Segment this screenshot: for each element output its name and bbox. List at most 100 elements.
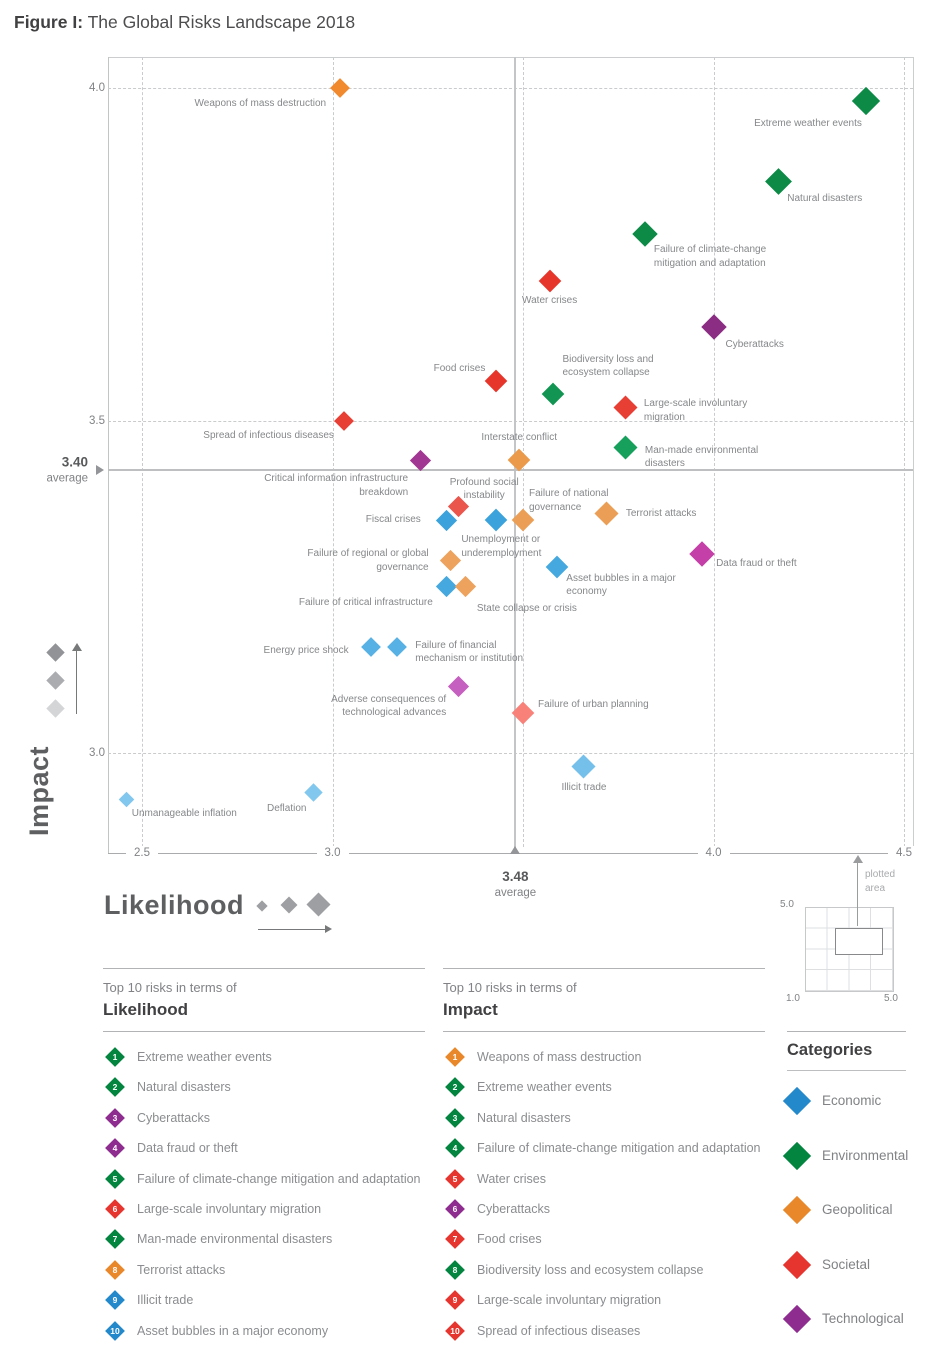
risk-name: Spread of infectious diseases [477, 1323, 641, 1338]
category-name: Economic [822, 1093, 882, 1108]
category-name: Geopolitical [822, 1202, 893, 1218]
risk-label: Failure of regional or global governance [307, 548, 429, 573]
risk-label: Critical information infrastructure brea… [264, 473, 409, 498]
plot-border-top [108, 57, 913, 58]
category-diamond [782, 1305, 812, 1334]
risk-label: Failure of critical infrastructure [298, 596, 433, 608]
risk-name: Data fraud or theft [137, 1141, 238, 1156]
x-axis-title: Likelihood [104, 890, 244, 920]
likelihood-list-header: Top 10 risks in terms of [103, 980, 237, 995]
x-tick-label: 2.5 [126, 846, 158, 860]
risk-point [571, 754, 596, 779]
risk-point [542, 382, 565, 406]
category-name: Societal [822, 1256, 871, 1272]
risk-name: Weapons of mass destruction [477, 1050, 642, 1064]
categories-top-rule [787, 1031, 906, 1032]
category-legend-item: Economic [782, 1086, 937, 1116]
category-name: Technological [822, 1311, 904, 1327]
risk-label: Failure of national governance [529, 488, 609, 513]
likelihood-list-title: Likelihood [103, 1000, 188, 1019]
risk-name: Illicit trade [137, 1293, 194, 1308]
category-legend-item: Technological [782, 1305, 937, 1334]
x-gridline [523, 57, 524, 847]
risk-label: Man-made environmental disasters [644, 445, 759, 470]
y-tick-label: 3.5 [59, 413, 105, 428]
risk-label: Asset bubbles in a major economy [566, 572, 676, 598]
plot-border-right [913, 57, 914, 853]
risk-label: Failure of financial mechanism or instit… [415, 639, 524, 664]
impact-list-title: Impact [443, 1000, 498, 1019]
minimap-scale-top-left: 5.0 [780, 899, 794, 910]
top10-list-item: 10 Asset bubbles in a major economy [103, 1320, 433, 1342]
risk-label: Unmanageable inflation [131, 807, 237, 819]
risk-name: Biodiversity loss and ecosystem collapse [477, 1262, 704, 1277]
impact-average-sub: average [46, 472, 88, 485]
categories-title: Categories [787, 1041, 873, 1059]
plotted-area-label: plotted area [865, 869, 896, 894]
risk-point [507, 449, 531, 472]
rank-number: 10 [110, 1325, 120, 1336]
top10-list-item: 9 Illicit trade [103, 1289, 433, 1311]
risk-point [304, 783, 323, 803]
impact-average-label: 3.40 average [16, 455, 88, 486]
risk-name: Terrorist attacks [137, 1262, 226, 1277]
figure-title-text: The Global Risks Landscape 2018 [83, 12, 356, 32]
x-gridline [332, 57, 334, 847]
rank-number: 7 [112, 1234, 118, 1245]
risk-label: Biodiversity loss and ecosystem collapse [562, 353, 654, 379]
likelihood-list-top-rule [103, 968, 425, 969]
rank-number: 9 [112, 1295, 118, 1306]
plotted-area-arrowhead [853, 855, 863, 863]
category-legend-item: Societal [782, 1250, 937, 1279]
risk-label: Illicit trade [561, 782, 607, 794]
figure-title-prefix: Figure I: [14, 12, 84, 32]
risk-point [440, 549, 462, 571]
risk-point [334, 410, 354, 431]
plot-border-left [108, 57, 109, 853]
top10-list-item: 1 Weapons of mass destruction [443, 1046, 773, 1068]
risk-point [613, 435, 638, 460]
risk-label: Adverse consequences of technological ad… [331, 693, 447, 718]
risk-label: Deflation [266, 802, 307, 814]
likelihood-average-marker [510, 846, 521, 854]
risk-name: Asset bubbles in a major economy [137, 1323, 329, 1338]
risk-point [387, 636, 408, 657]
impact-average-value: 3.40 [61, 454, 88, 470]
risk-point [613, 395, 638, 420]
risk-label: Failure of urban planning [538, 699, 649, 711]
risk-name: Large-scale involuntary migration [137, 1202, 322, 1216]
rank-number: 3 [452, 1112, 458, 1123]
risk-label: Data fraud or theft [716, 557, 797, 569]
y-gridline [108, 753, 913, 754]
category-name: Environmental [822, 1147, 909, 1163]
risk-point [851, 87, 881, 116]
risk-name: Extreme weather events [137, 1050, 272, 1064]
risk-label: Extreme weather events [754, 118, 862, 130]
risk-name: Failure of climate-change mitigation and… [477, 1141, 761, 1156]
impact-direction-arrow [76, 650, 77, 714]
risk-label: Cyberattacks [725, 339, 784, 351]
impact-list-top-rule [443, 968, 765, 969]
y-gridline [108, 420, 913, 422]
likelihood-direction-arrowhead [325, 925, 332, 933]
rank-number: 1 [452, 1052, 458, 1062]
figure-title: Figure I: The Global Risks Landscape 201… [14, 12, 355, 33]
rank-number: 6 [452, 1204, 458, 1214]
category-diamond [782, 1086, 812, 1116]
